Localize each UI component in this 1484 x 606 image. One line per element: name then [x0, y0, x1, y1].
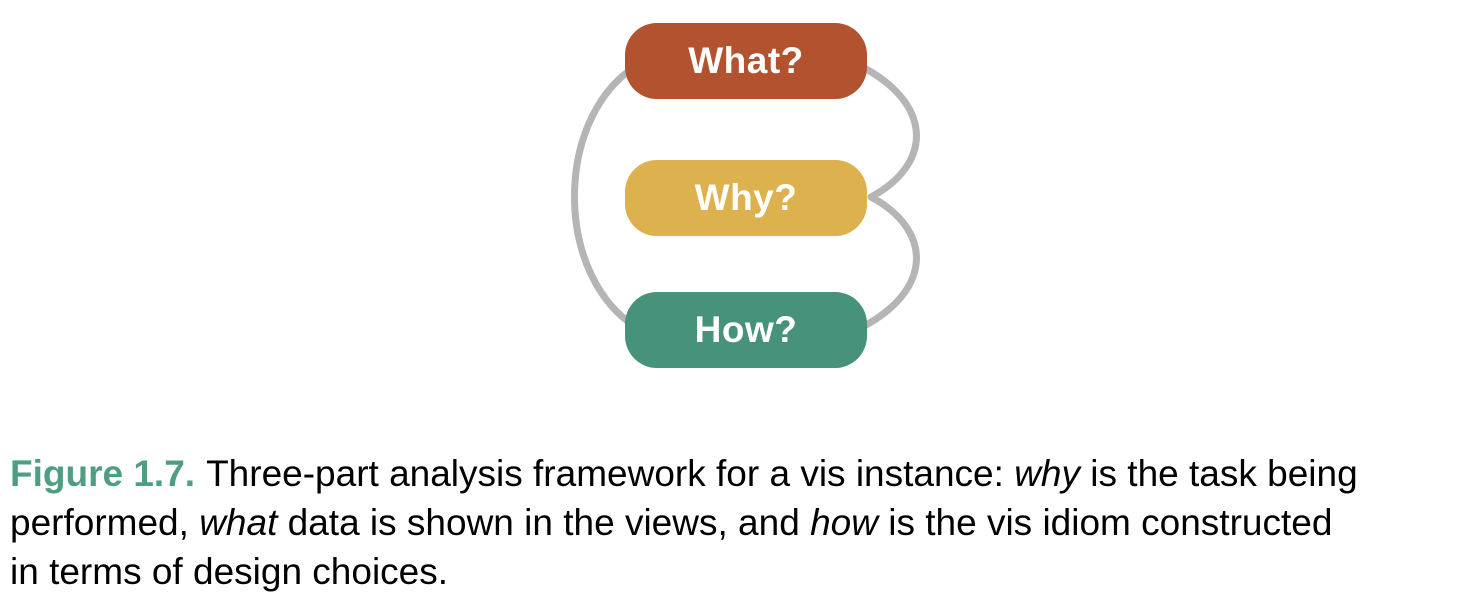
- node-how-label: How?: [694, 309, 798, 350]
- caption-line-2: performed, what data is shown in the vie…: [10, 498, 1478, 547]
- node-what: What?: [625, 23, 867, 99]
- caption-line-3: in terms of design choices.: [10, 547, 1478, 596]
- analysis-framework-diagram: What? Why? How?: [571, 23, 920, 368]
- caption-text: is the vis idiom constructed: [877, 502, 1333, 543]
- node-why-label: Why?: [694, 177, 798, 218]
- caption-text: in terms of design choices.: [10, 551, 449, 592]
- caption-text: data is shown in the views, and: [277, 502, 811, 543]
- caption-text: performed,: [10, 502, 200, 543]
- figure-number-label: Figure 1.7.: [10, 453, 196, 494]
- edge-why-how-right: [844, 193, 920, 338]
- edge-what-how-left: [571, 57, 649, 336]
- caption-line-1: Figure 1.7.Three-part analysis framework…: [10, 449, 1478, 498]
- caption-italic-what: what: [199, 502, 278, 543]
- connector-edges: [571, 56, 920, 338]
- caption-italic-why: why: [1014, 453, 1081, 494]
- caption-italic-how: how: [810, 502, 878, 543]
- node-how: How?: [625, 292, 867, 368]
- caption-text: is the task being: [1080, 453, 1358, 494]
- node-what-label: What?: [688, 40, 804, 81]
- edge-what-why-right: [844, 56, 920, 201]
- figure-caption: Figure 1.7.Three-part analysis framework…: [10, 449, 1478, 596]
- node-why: Why?: [625, 160, 867, 236]
- caption-text: Three-part analysis framework for a vis …: [206, 453, 1015, 494]
